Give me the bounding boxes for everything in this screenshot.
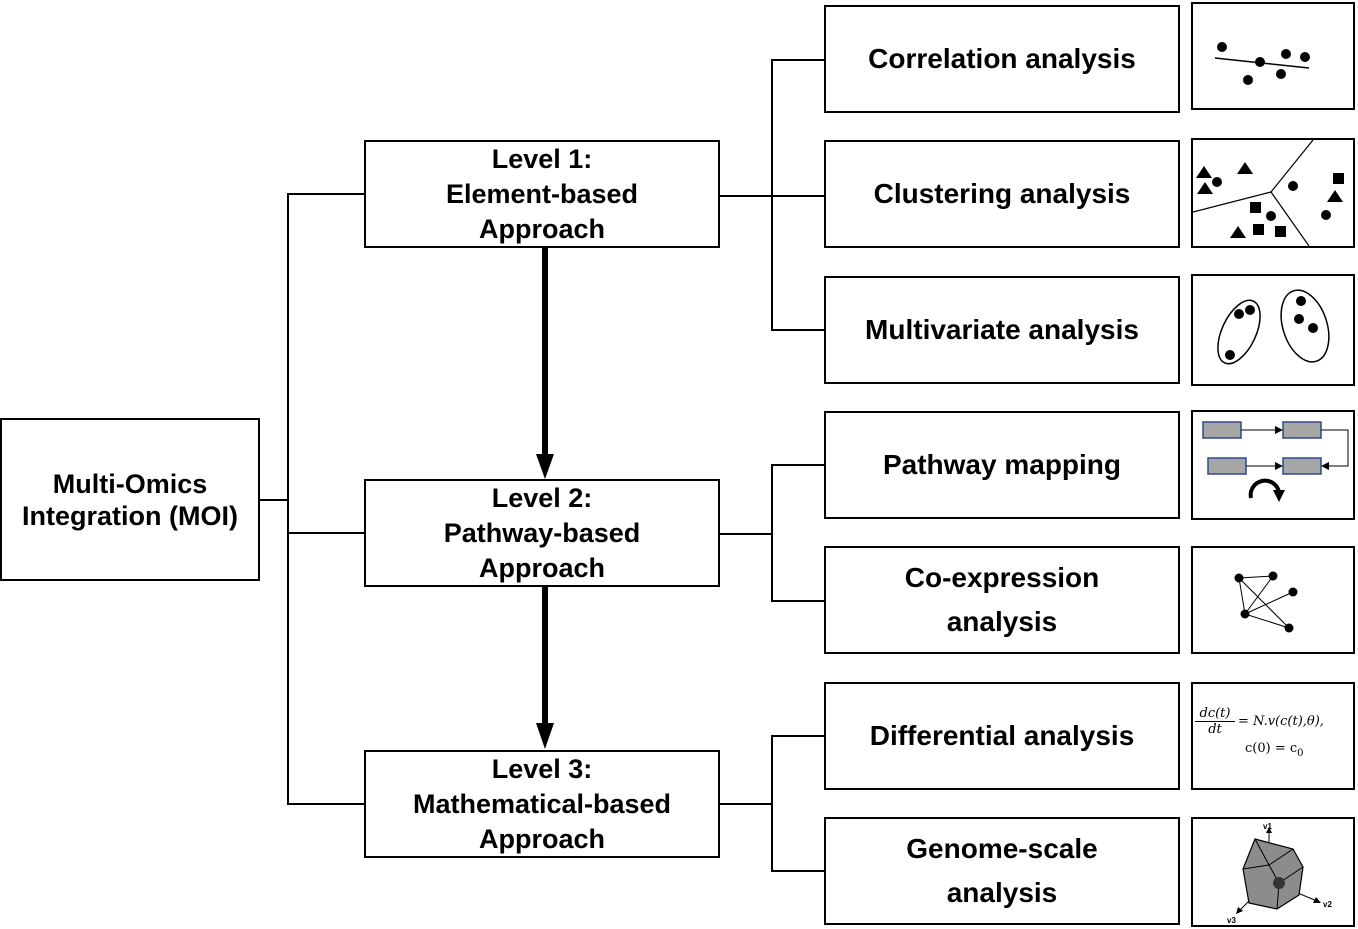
thumb-pathway [1191, 410, 1355, 520]
eq-numerator: dc(t) [1199, 706, 1231, 721]
method-pathway-label: Pathway mapping [882, 449, 1122, 480]
thumb-coexpression [1191, 546, 1355, 654]
arrow-level-1-to-2 [536, 248, 554, 479]
connector-to-pathway [771, 464, 824, 466]
axis-label-v2: v2 [1323, 900, 1332, 909]
connector-to-multivariate [771, 329, 824, 331]
eq-denominator: dt [1208, 722, 1222, 737]
method-pathway-mapping: Pathway mapping [824, 411, 1180, 519]
eq-rhs: = N.v(c(t),θ), [1238, 714, 1324, 729]
level-3-approach: Approach [478, 823, 605, 854]
connector-to-genome-scale [771, 870, 824, 872]
level-3-name: Mathematical-based [412, 788, 672, 819]
pathway-flow-icon [1202, 421, 1349, 502]
level-2-box: Level 2: Pathway-based Approach [364, 479, 720, 587]
level-2-name: Pathway-based [443, 517, 641, 548]
connector-to-differential [771, 735, 824, 737]
method-differential-label: Differential analysis [869, 720, 1135, 751]
method-coexpression-label-1: Co-expression [904, 562, 1100, 593]
connector-root-stub [260, 499, 288, 501]
method-multivariate-analysis: Multivariate analysis [824, 276, 1180, 384]
method-differential-analysis: Differential analysis [824, 682, 1180, 790]
axis-label-v1: v1 [1263, 822, 1272, 831]
connector-to-clustering [771, 195, 824, 197]
connector-to-correlation [771, 59, 824, 61]
connector-level-1-stub [720, 195, 772, 197]
root-title-line-1: Multi-Omics [52, 468, 208, 499]
level-2-title: Level 2: [491, 482, 593, 513]
connector-to-level-2 [287, 532, 364, 534]
connector-level-2-stub [720, 533, 772, 535]
root-title-line-2: Integration (MOI) [22, 500, 238, 531]
method-clustering-analysis: Clustering analysis [824, 140, 1180, 248]
network-graph-icon [1234, 571, 1298, 633]
thumb-genome-scale: v1 v2 v3 [1191, 817, 1355, 927]
method-genome-scale-label-2: analysis [946, 877, 1058, 908]
method-genome-scale-label-1: Genome-scale [906, 833, 1098, 864]
thumb-correlation [1191, 2, 1355, 110]
level-3-box: Level 3: Mathematical-based Approach [364, 750, 720, 858]
connector-to-coexpression [771, 600, 824, 602]
level-1-box: Level 1: Element-based Approach [364, 140, 720, 248]
connector-level-2-trunk [771, 464, 773, 602]
level-3-title: Level 3: [491, 753, 593, 784]
ellipse-groups-icon [1217, 289, 1330, 365]
method-multivariate-label: Multivariate analysis [865, 314, 1139, 345]
eq-initial-condition: c(0) = c [1245, 741, 1298, 756]
thumb-differential: dc(t) dt = N.v(c(t),θ), c(0) = c0 [1191, 682, 1355, 790]
root-box-moi: Multi-Omics Integration (MOI) [0, 418, 260, 581]
connector-to-level-1 [287, 193, 364, 195]
eq-fraction-bar [1195, 721, 1235, 722]
connector-level-3-trunk [771, 735, 773, 872]
level-2-approach: Approach [478, 552, 605, 583]
thumb-multivariate [1191, 274, 1355, 386]
thumb-clustering [1191, 138, 1355, 248]
arrow-level-2-to-3 [536, 587, 554, 749]
connector-root-trunk [287, 193, 289, 805]
method-genome-scale-analysis: Genome-scale analysis [824, 817, 1180, 925]
voronoi-cluster-icon [1193, 140, 1344, 246]
method-correlation-analysis: Correlation analysis [824, 5, 1180, 113]
axis-label-v3: v3 [1227, 916, 1236, 925]
method-coexpression-label-2: analysis [946, 606, 1058, 637]
scatter-regression-icon [1214, 42, 1310, 85]
level-1-name: Element-based [445, 178, 639, 209]
connector-to-level-3 [287, 803, 364, 805]
ode-equation: dc(t) dt = N.v(c(t),θ), c(0) = c0 [1195, 706, 1353, 759]
level-1-title: Level 1: [491, 143, 593, 174]
connector-level-3-stub [720, 803, 772, 805]
eq-initial-subscript: 0 [1297, 748, 1304, 760]
method-correlation-label: Correlation analysis [868, 43, 1136, 74]
level-1-approach: Approach [478, 213, 605, 244]
flux-polytope-icon: v1 v2 v3 [1227, 822, 1332, 925]
method-clustering-label: Clustering analysis [873, 178, 1131, 209]
method-coexpression-analysis: Co-expression analysis [824, 546, 1180, 654]
